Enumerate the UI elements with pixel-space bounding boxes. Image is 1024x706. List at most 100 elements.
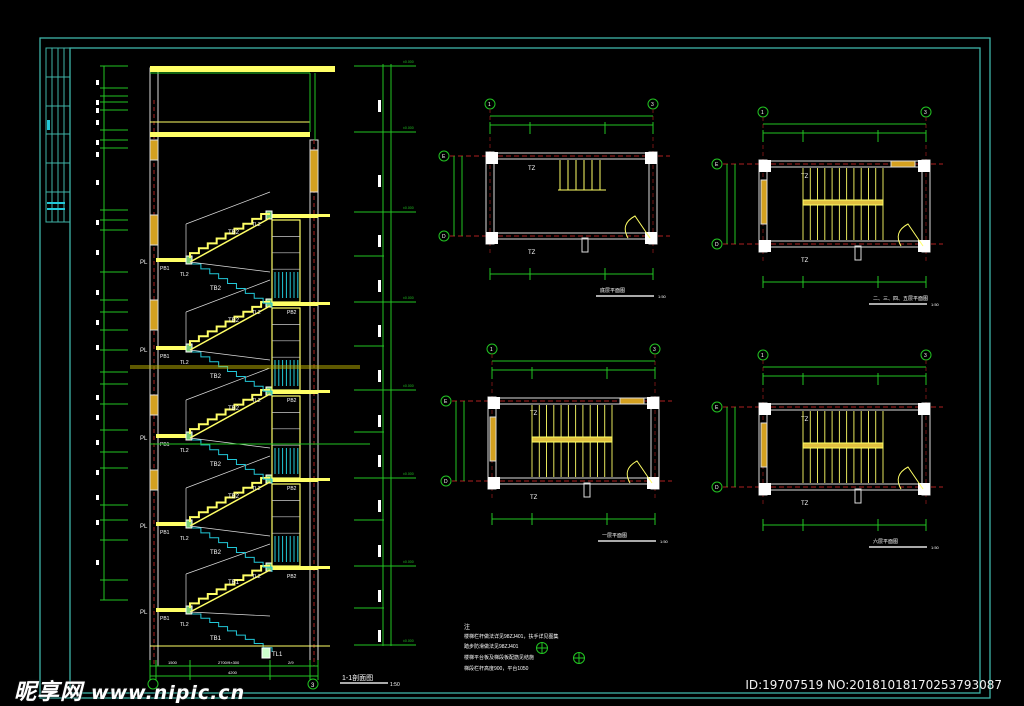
axis-label: D (444, 479, 448, 485)
axis-label: 1 (488, 102, 491, 108)
label-tl: TL2 (252, 398, 261, 404)
door-swing (624, 215, 651, 239)
dimension-text (96, 395, 99, 400)
window (760, 422, 768, 468)
column (759, 483, 771, 495)
label-pb2: PB2 (287, 310, 297, 316)
label-pb1: PB1 (160, 354, 170, 360)
label-tl2: TL2 (180, 622, 189, 628)
label-pb2: PB2 (287, 574, 297, 580)
floor-slab (270, 566, 318, 570)
axis-label: 1 (761, 353, 764, 359)
label-pb1: PB1 (160, 266, 170, 272)
stair-flight-up (189, 565, 270, 608)
top-floor-slab (150, 132, 310, 137)
dimension-text (96, 440, 99, 445)
window (760, 179, 768, 225)
dimension-text (96, 180, 99, 185)
label-tl2: TL2 (180, 448, 189, 454)
axis-label: 3 (311, 683, 315, 689)
column (647, 397, 659, 409)
axis-bubble (438, 230, 450, 242)
section-scale: 1:50 (390, 682, 400, 688)
label-tb: TB2 (210, 550, 222, 556)
dimension-text (96, 220, 99, 225)
dimension-text (96, 250, 99, 255)
window (149, 214, 159, 246)
stair-flight-up (189, 389, 270, 434)
wall-stub (583, 482, 591, 498)
axis-bubble (711, 238, 723, 250)
stair-flight-down (192, 527, 273, 572)
axis-label: 1 (761, 110, 764, 116)
landing-handrail (802, 199, 884, 206)
label-tl: TL2 (252, 574, 261, 580)
label-tz: TZ (530, 495, 538, 501)
title-underline (869, 546, 927, 548)
label-tz: TZ (801, 501, 809, 507)
axis-label: D (715, 485, 719, 491)
axis-label: D (442, 234, 446, 240)
flight-soffit (189, 569, 271, 613)
dim-text: 4200 (228, 670, 238, 675)
dimension-text (96, 495, 99, 500)
dim-text: 1500 (168, 660, 178, 665)
axis-bubble (307, 678, 319, 690)
label-pl: PL (140, 260, 148, 266)
stair-flight-down (192, 613, 273, 652)
railing-line (189, 261, 271, 273)
drawing-frame (39, 37, 991, 699)
railing-line (185, 191, 271, 225)
axis-bubble (711, 158, 723, 170)
handrail-panel (271, 307, 301, 391)
landing-slab-pb1 (156, 346, 190, 350)
dim-text (378, 235, 381, 247)
column (759, 160, 771, 172)
railing-line (185, 279, 271, 313)
dim-text (378, 415, 381, 427)
title-underline (596, 295, 654, 297)
plan-scale: 1:50 (658, 294, 667, 299)
column (918, 403, 930, 415)
notes-heading: 注 (464, 623, 470, 631)
dimension-text (96, 415, 99, 420)
label-pl: PL (140, 348, 148, 354)
column (486, 152, 498, 164)
axis-label: 3 (924, 353, 927, 359)
handrail-panel (271, 483, 301, 567)
notes-block: 注 楼梯栏杆做法详见98ZJ401，扶手详见图集 踏步防滑做法见98ZJ401 … (464, 623, 585, 672)
title-block (45, 47, 71, 223)
label-tl1: TL1 (272, 652, 283, 658)
label-pb1: PB1 (160, 442, 170, 448)
dim-text (378, 175, 381, 187)
dim-text (378, 630, 381, 642)
section-title-group: 1-1剖面图 1:50 (340, 673, 400, 688)
dimension-text (96, 140, 99, 145)
dimension-text (96, 520, 99, 525)
door-swing (626, 460, 653, 484)
dimension-text (96, 152, 99, 157)
flight-soffit (189, 305, 271, 351)
label-tl2: TL2 (180, 536, 189, 542)
section-1-1: PLPB1TL2PLPB1TL2PLPB1TL2PLPB1TL2PLPB1TL2… (96, 65, 370, 690)
label-tz: TZ (528, 166, 536, 172)
dim-text: 2/9 (288, 660, 294, 665)
label-tl2: TL2 (180, 360, 189, 366)
handrail-panel (271, 219, 301, 303)
window (149, 299, 159, 331)
dimension-text (96, 345, 99, 350)
landing-handrail (531, 436, 613, 443)
axis-label: 1 (490, 347, 493, 353)
floor-slab-extension (318, 390, 330, 393)
handrail-panel (271, 395, 301, 479)
dim-text (378, 370, 381, 382)
railing-line (185, 455, 271, 489)
column (486, 232, 498, 244)
railing-line (185, 367, 271, 401)
label-tz: TZ (801, 174, 809, 180)
elev-text: ±0.000 (403, 560, 414, 564)
dim-text (378, 455, 381, 467)
